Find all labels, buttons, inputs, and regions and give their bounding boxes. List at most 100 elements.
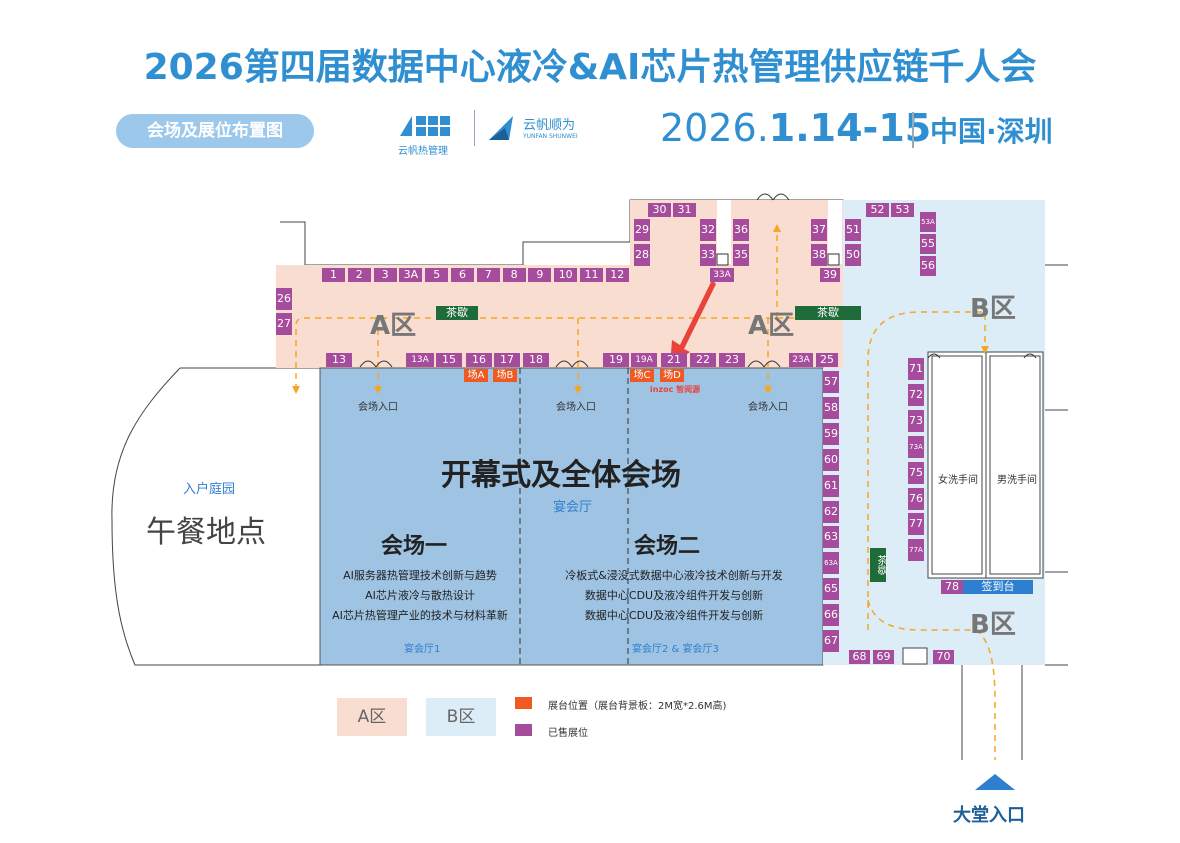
lunch-label: 午餐地点 bbox=[146, 515, 266, 550]
yunfan-logo: 云帆顺为 YUNFAN SHUNWEI bbox=[487, 112, 578, 142]
tea-break-a-right: 茶歇 bbox=[795, 306, 861, 320]
event-city: 中国·深圳 bbox=[930, 115, 1053, 148]
booth-63A: 63A bbox=[823, 552, 839, 575]
booth-22: 22 bbox=[690, 353, 716, 367]
booth-5: 5 bbox=[425, 268, 449, 282]
fantmc-logo: 云帆热管理 bbox=[398, 112, 458, 157]
venue2-hall: 宴会厅2 & 宴会厅3 bbox=[632, 644, 719, 655]
booth-62: 62 bbox=[823, 500, 839, 523]
sail-icon bbox=[489, 116, 513, 140]
booth-17: 17 bbox=[494, 353, 520, 367]
booth-3A: 3A bbox=[399, 268, 423, 282]
booth-38: 38 bbox=[811, 244, 827, 266]
booth-37: 37 bbox=[811, 219, 827, 241]
venue-entrance-1: 会场入口 bbox=[358, 402, 398, 413]
booth-25: 25 bbox=[816, 353, 838, 367]
booth-29: 29 bbox=[634, 219, 650, 241]
logo2-caption: YUNFAN SHUNWEI bbox=[523, 133, 578, 140]
booth-12: 12 bbox=[605, 268, 629, 282]
pointer-arrow-icon bbox=[670, 280, 716, 366]
booth-2: 2 bbox=[347, 268, 371, 282]
booth-27: 27 bbox=[276, 313, 292, 335]
logo2-title: 云帆顺为 bbox=[523, 118, 576, 133]
booth-13: 13 bbox=[326, 353, 352, 367]
booth-33: 33 bbox=[700, 244, 716, 266]
booth-56: 56 bbox=[920, 256, 936, 276]
booth-19: 19 bbox=[603, 353, 629, 367]
booth-78: 78 bbox=[941, 580, 963, 594]
zone-b-bottom-label: B区 bbox=[970, 610, 1016, 640]
booth-53: 53 bbox=[891, 203, 914, 217]
booth-23: 23 bbox=[719, 353, 745, 367]
date-divider bbox=[912, 112, 914, 148]
booth-30: 30 bbox=[648, 203, 671, 217]
booth-场D: 场D bbox=[660, 369, 684, 382]
booth-33A: 33A bbox=[710, 268, 734, 282]
venue-entrance-3: 会场入口 bbox=[748, 402, 788, 413]
tea-break-a-left: 茶歇 bbox=[436, 306, 478, 320]
booth-39: 39 bbox=[820, 268, 840, 282]
legend-sold-swatch bbox=[515, 724, 532, 736]
sail-icon bbox=[400, 116, 450, 136]
event-date: 2026.1.14-15 bbox=[660, 106, 932, 150]
booth-场B: 场B bbox=[493, 369, 517, 382]
legend-booth-position: 展台位置（展台背景板：2M宽*2.6M高) bbox=[548, 701, 727, 712]
booth-73: 73 bbox=[908, 409, 924, 432]
booth-36: 36 bbox=[733, 219, 749, 241]
zone-a-left-label: A区 bbox=[370, 311, 417, 341]
checkin-desk: 签到台 bbox=[963, 580, 1033, 594]
booth-7: 7 bbox=[476, 268, 500, 282]
booth-53A: 53A bbox=[920, 212, 936, 232]
logo-divider bbox=[474, 110, 475, 146]
legend-booth-position-swatch bbox=[515, 697, 532, 709]
booth-19A: 19A bbox=[631, 353, 657, 367]
booth-69: 69 bbox=[873, 650, 894, 664]
booth-31: 31 bbox=[673, 203, 696, 217]
booth-23A: 23A bbox=[789, 353, 813, 367]
zone-a-right-label: A区 bbox=[748, 311, 795, 341]
logo1-caption: 云帆热管理 bbox=[398, 146, 448, 157]
booth-51: 51 bbox=[845, 219, 861, 241]
venue2-title: 会场二 bbox=[634, 534, 701, 559]
booth-57: 57 bbox=[823, 371, 839, 393]
venue1-topics: AI服务器热管理技术创新与趋势 AI芯片液冷与散热设计 AI芯片热管理产业的技术… bbox=[332, 569, 508, 622]
main-hall-title: 开幕式及全体会场 bbox=[441, 458, 681, 493]
legend-zone-b: B区 bbox=[426, 698, 496, 736]
venue-entrance-2: 会场入口 bbox=[556, 402, 596, 413]
booth-场C: 场C bbox=[630, 369, 654, 382]
zone-b-top-label: B区 bbox=[970, 294, 1016, 324]
venue1-title: 会场一 bbox=[381, 534, 448, 559]
booth-9: 9 bbox=[528, 268, 552, 282]
booth-67: 67 bbox=[823, 630, 839, 652]
legend-sold: 已售展位 bbox=[548, 728, 588, 739]
booth-16: 16 bbox=[466, 353, 492, 367]
booth-11: 11 bbox=[580, 268, 603, 282]
booth-35: 35 bbox=[733, 244, 749, 266]
booth-50: 50 bbox=[845, 244, 861, 266]
booth-55: 55 bbox=[920, 234, 936, 254]
booth-68: 68 bbox=[849, 650, 870, 664]
female-restroom: 女洗手间 bbox=[938, 475, 978, 486]
booth-66: 66 bbox=[823, 604, 839, 627]
booth-73A: 73A bbox=[908, 435, 924, 458]
booth-76: 76 bbox=[908, 487, 924, 510]
booth-26: 26 bbox=[276, 288, 292, 310]
booth-10: 10 bbox=[554, 268, 578, 282]
page-title: 2026第四届数据中心液冷&AI芯片热管理供应链千人会 bbox=[143, 47, 1037, 88]
booth-60: 60 bbox=[823, 448, 839, 471]
booth-8: 8 bbox=[502, 268, 526, 282]
tea-break-b: 茶歇 bbox=[870, 548, 886, 582]
booth-75: 75 bbox=[908, 461, 924, 484]
booth-场A: 场A bbox=[464, 369, 488, 382]
male-restroom: 男洗手间 bbox=[997, 475, 1037, 486]
booth-28: 28 bbox=[634, 244, 650, 266]
booth-32: 32 bbox=[700, 219, 716, 241]
booth-21: 21 bbox=[661, 353, 687, 367]
booth-18: 18 bbox=[523, 353, 549, 367]
booth-77A: 77A bbox=[908, 539, 924, 562]
booth-72: 72 bbox=[908, 383, 924, 406]
lobby-entrance-label: 大堂入口 bbox=[953, 805, 1025, 826]
booth-52: 52 bbox=[866, 203, 889, 217]
entrance-arrow-icon bbox=[975, 774, 1015, 790]
